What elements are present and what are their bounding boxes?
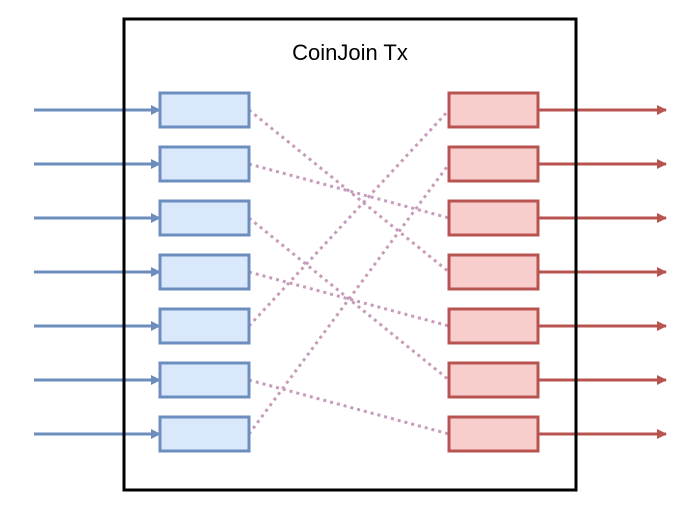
input-box bbox=[158, 199, 251, 237]
connection-line bbox=[248, 108, 450, 274]
input-boxes bbox=[158, 91, 251, 453]
connection-line bbox=[247, 108, 451, 328]
output-box bbox=[447, 145, 540, 183]
input-box bbox=[158, 91, 251, 129]
output-box bbox=[447, 361, 540, 399]
output-box bbox=[447, 253, 540, 291]
output-arrows bbox=[538, 105, 667, 439]
connection-line bbox=[248, 378, 450, 436]
output-box bbox=[447, 91, 540, 129]
connection-line bbox=[247, 163, 451, 435]
input-box bbox=[158, 253, 251, 291]
input-box bbox=[158, 307, 251, 345]
output-box bbox=[447, 307, 540, 345]
transaction-frame bbox=[122, 17, 578, 492]
input-box bbox=[158, 145, 251, 183]
connections bbox=[247, 108, 451, 436]
diagram-title: CoinJoin Tx bbox=[292, 40, 408, 65]
input-arrows bbox=[34, 105, 161, 439]
input-box bbox=[158, 361, 251, 399]
output-box bbox=[447, 415, 540, 453]
output-box bbox=[447, 199, 540, 237]
output-boxes bbox=[447, 91, 540, 453]
input-box bbox=[158, 415, 251, 453]
